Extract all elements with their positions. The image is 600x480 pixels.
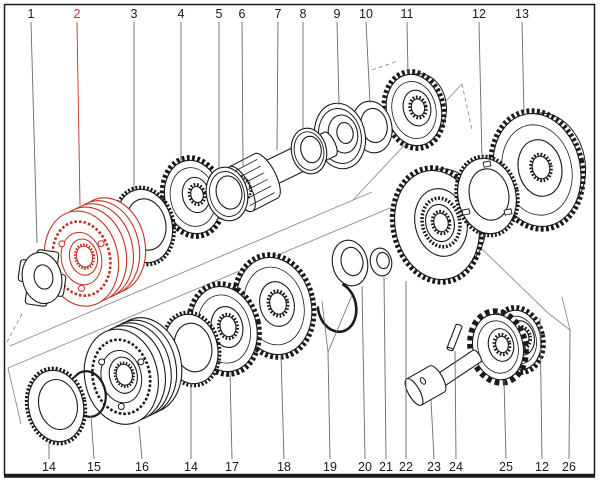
callout-18-bottom[interactable]: 18 — [277, 354, 291, 474]
callout-number: 4 — [178, 7, 185, 21]
callout-number: 24 — [449, 460, 463, 474]
callout-number: 15 — [87, 460, 101, 474]
callout-leader-line — [280, 354, 285, 460]
callout-12-top[interactable]: 12 — [472, 7, 486, 161]
callout-leader-line — [430, 399, 435, 460]
shaft-end-23 — [404, 365, 447, 406]
callout-14-bottom[interactable]: 14 — [42, 441, 56, 474]
callout-17-bottom[interactable]: 17 — [225, 371, 239, 474]
callout-leader-line — [365, 21, 371, 104]
callout-2-top[interactable]: 2 — [74, 7, 81, 206]
callout-5-top[interactable]: 5 — [216, 7, 223, 168]
ring-21 — [369, 247, 393, 277]
callout-leader-line — [478, 21, 483, 161]
callout-leader-line — [336, 21, 340, 106]
callout-23-bottom[interactable]: 23 — [427, 399, 441, 474]
callout-20-bottom[interactable]: 20 — [358, 285, 372, 474]
collar-5 — [205, 166, 249, 222]
callout-number: 19 — [323, 460, 337, 474]
callout-4-top[interactable]: 4 — [178, 7, 185, 162]
callout-number: 5 — [216, 7, 223, 21]
synchro-body-16 — [83, 317, 183, 425]
callout-number: 23 — [427, 460, 441, 474]
callout-number: 2 — [74, 7, 81, 21]
callout-24-bottom[interactable]: 24 — [449, 350, 463, 474]
callout-3-top[interactable]: 3 — [131, 7, 138, 190]
lock-washer-1 — [17, 249, 67, 307]
callout-number: 14 — [42, 460, 56, 474]
callout-number: 22 — [399, 460, 413, 474]
callout-number: 14 — [184, 460, 198, 474]
callout-leader-line — [361, 285, 366, 460]
callout-number: 11 — [401, 7, 414, 21]
circlip-19 — [316, 283, 358, 334]
synchro-assembly-2 — [43, 197, 147, 307]
callout-15-bottom[interactable]: 15 — [87, 415, 101, 474]
callout-12-bottom[interactable]: 12 — [535, 317, 549, 474]
washer-20 — [331, 239, 369, 287]
callout-number: 21 — [379, 460, 393, 474]
callout-number: 3 — [131, 7, 138, 21]
callout-8-top[interactable]: 8 — [300, 7, 307, 130]
callout-number: 6 — [239, 7, 246, 21]
callout-leader-line — [406, 21, 409, 75]
callout-26-bottom[interactable]: 26 — [562, 329, 576, 474]
callout-number: 25 — [499, 460, 513, 474]
callout-10-top[interactable]: 10 — [359, 7, 373, 104]
callout-number: 18 — [277, 460, 291, 474]
callout-1-top[interactable]: 1 — [28, 7, 38, 244]
callout-leader-line — [229, 371, 233, 460]
callout-leader-line — [521, 21, 525, 117]
callout-number: 9 — [334, 7, 341, 21]
callout-7-top[interactable]: 7 — [275, 7, 282, 151]
callout-leader-line — [327, 351, 331, 460]
callout-leader-line — [76, 21, 81, 206]
callout-number: 1 — [28, 7, 35, 21]
bushing-8 — [290, 127, 328, 175]
callout-leader-line — [503, 379, 507, 460]
pin-24 — [446, 323, 463, 352]
callout-number: 12 — [535, 460, 549, 474]
callout-21-bottom[interactable]: 21 — [379, 276, 393, 474]
callout-number: 12 — [472, 7, 486, 21]
synchro-ring-12 — [454, 154, 520, 238]
callout-13-top[interactable]: 13 — [515, 7, 529, 117]
callout-9-top[interactable]: 9 — [334, 7, 341, 106]
callout-number: 16 — [135, 460, 149, 474]
construction-lines-front — [321, 294, 571, 353]
callout-25-bottom[interactable]: 25 — [499, 379, 513, 474]
callout-leader-line — [454, 350, 457, 460]
callout-leader-line — [539, 317, 543, 460]
callout-number: 20 — [358, 460, 372, 474]
callout-number: 17 — [225, 460, 239, 474]
callout-16-bottom[interactable]: 16 — [135, 425, 149, 474]
callout-leader-line — [276, 21, 279, 151]
callout-leader-line — [383, 276, 387, 460]
callout-6-top[interactable]: 6 — [239, 7, 246, 167]
callout-leader-line — [241, 21, 244, 167]
callout-19-bottom[interactable]: 19 — [323, 351, 337, 474]
callout-number: 13 — [515, 7, 529, 21]
callout-leader-line — [90, 415, 95, 460]
callout-number: 7 — [275, 7, 282, 21]
callout-leader-line — [138, 425, 143, 460]
synchro-ring-14a — [24, 366, 88, 446]
callout-22-bottom[interactable]: 22 — [399, 281, 413, 474]
callout-leader-line — [568, 329, 571, 460]
callout-number: 10 — [359, 7, 373, 21]
callout-number: 26 — [562, 460, 576, 474]
callout-leader-line — [30, 21, 38, 244]
callout-number: 8 — [300, 7, 307, 21]
callout-11-top[interactable]: 11 — [401, 7, 414, 75]
callout-14-bottom[interactable]: 14 — [184, 383, 198, 474]
